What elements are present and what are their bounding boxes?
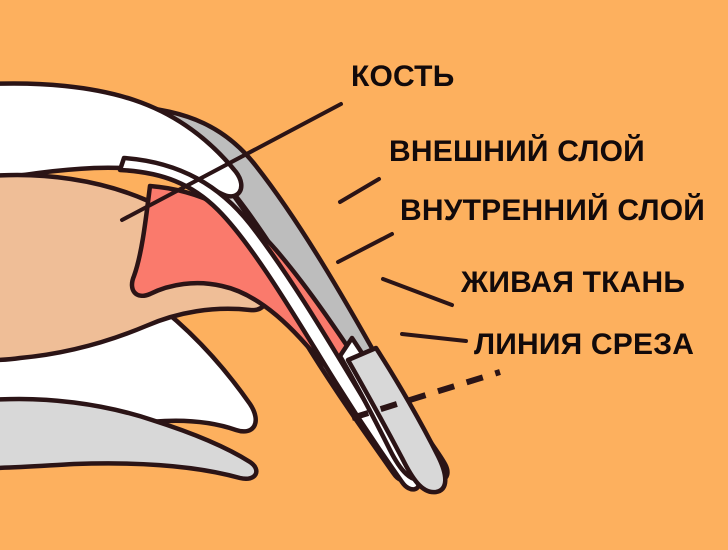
diagram-labels: КОСТЬ ВНЕШНИЙ СЛОЙ ВНУТРЕННИЙ СЛОЙ ЖИВАЯ… [351,60,705,361]
dashed-cut-line [351,369,501,421]
label-inner-layer: ВНУТРЕННИЙ СЛОЙ [400,193,705,227]
paw-pad-gray-band [0,396,259,482]
inner-white-layer [117,155,422,492]
upper-fur-white [0,81,244,199]
leader-line-outer-layer [338,177,381,204]
leader-line-cut-line [400,332,468,343]
leader-line-bone [120,102,343,222]
claw-tip-outer-gray [345,345,448,495]
label-cut-line: ЛИНИЯ СРЕЗА [474,328,694,361]
leader-line-living-tissue [381,277,454,307]
label-bone: КОСТЬ [351,60,454,93]
label-living-tissue: ЖИВАЯ ТКАНЬ [460,266,685,299]
leader-line-inner-layer [336,232,394,264]
label-outer-layer: ВНЕШНИЙ СЛОЙ [389,134,645,168]
claw-anatomy-group [0,81,501,495]
leader-lines [120,102,468,343]
skin-bone-core [0,172,269,363]
